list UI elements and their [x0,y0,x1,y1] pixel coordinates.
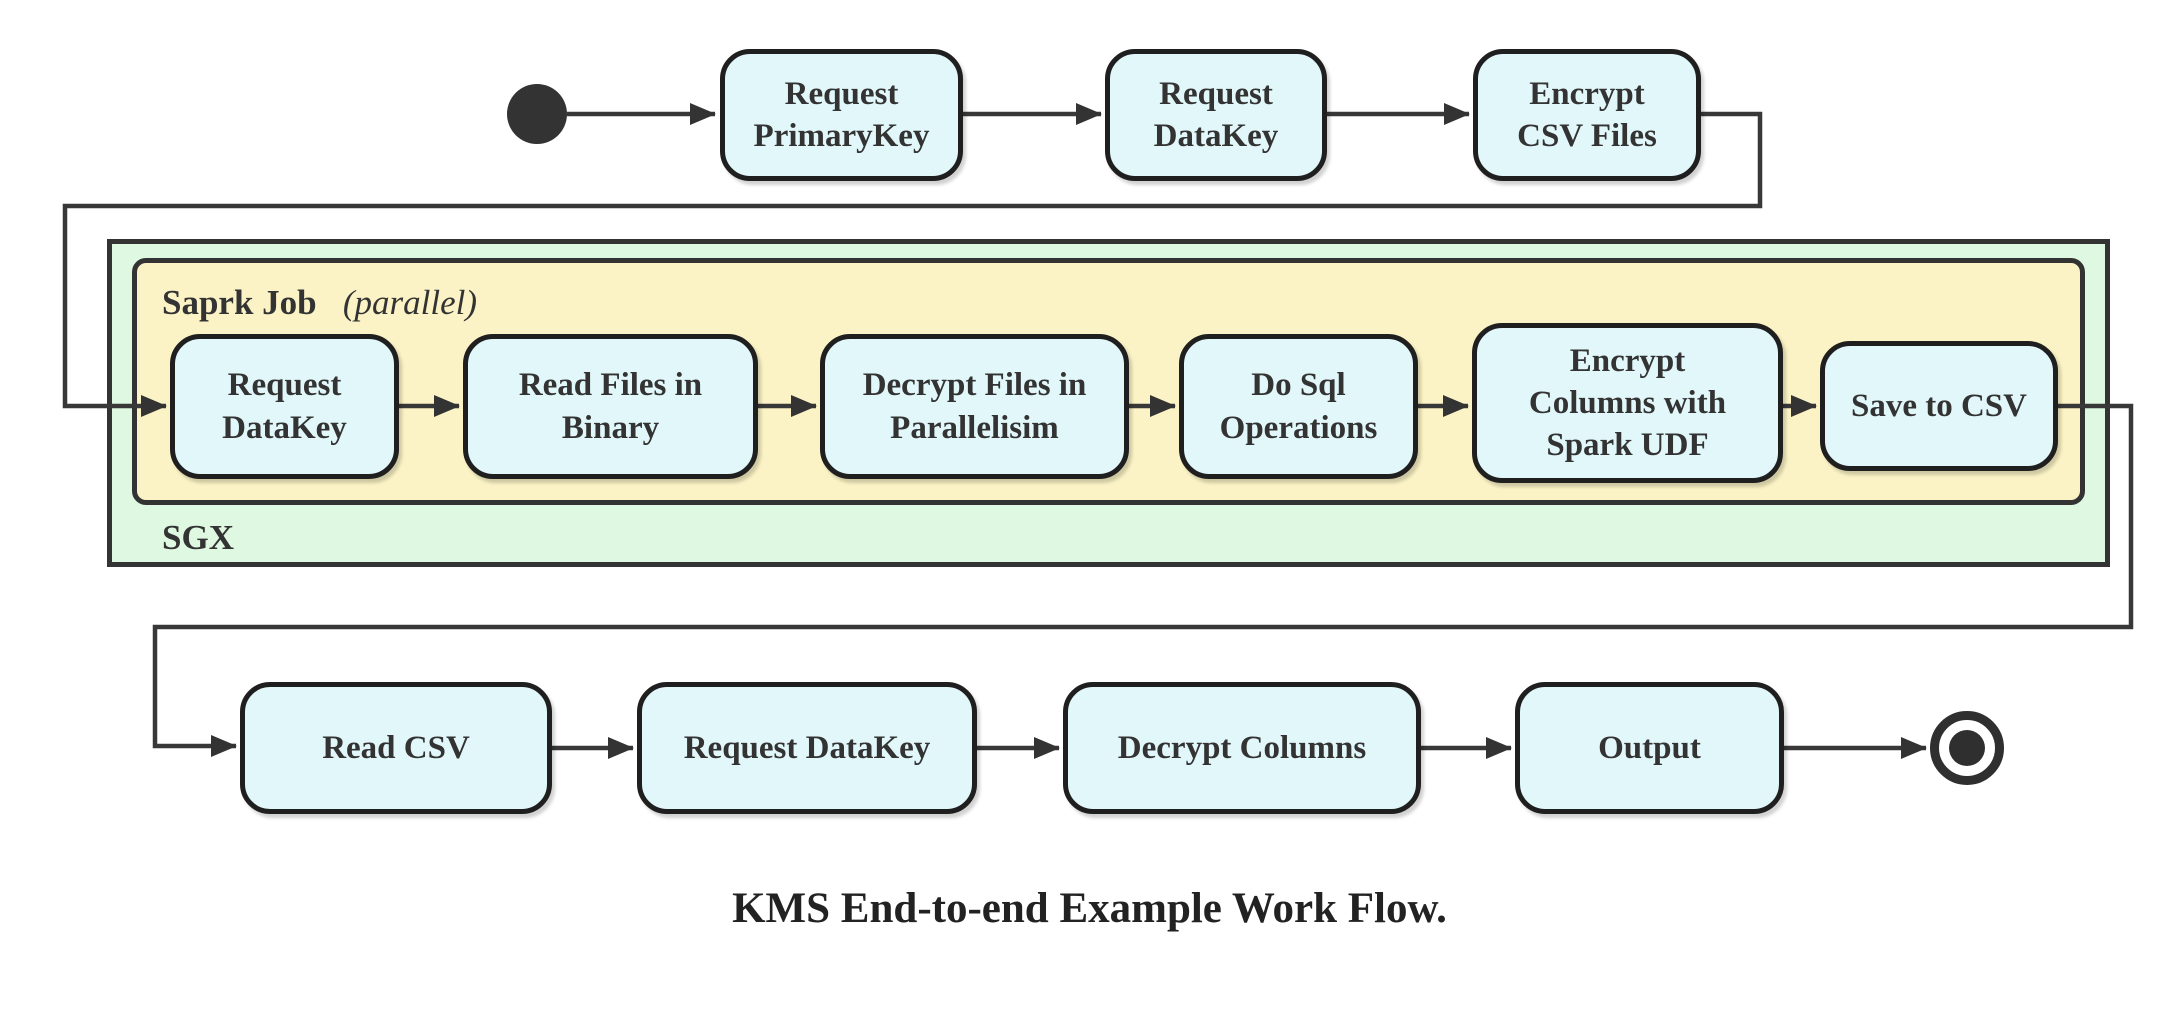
spark-job-label-italic: (parallel) [342,283,478,322]
node-read-csv: Read CSV [240,682,552,814]
final-state-inner-dot [1949,730,1985,766]
node-read-files-in-binary: Read Files in Binary [463,334,758,479]
node-decrypt-files-in-parallelism: Decrypt Files in Parallelisim [820,334,1129,479]
node-output: Output [1515,682,1784,814]
spark-job-label: Saprk Job (parallel) [162,283,477,323]
final-state-icon [1930,711,2004,785]
node-request-primarykey: Request PrimaryKey [720,49,963,181]
spark-job-label-bold: Saprk Job [162,283,317,322]
node-request-datakey-top: Request DataKey [1105,49,1327,181]
node-save-to-csv: Save to CSV [1820,341,2058,471]
diagram-caption: KMS End-to-end Example Work Flow. [732,885,1447,932]
node-encrypt-csv-files: Encrypt CSV Files [1473,49,1701,181]
initial-state-icon [507,84,567,144]
node-request-datakey-sgx: Request DataKey [170,334,399,479]
sgx-label: SGX [162,518,234,557]
node-do-sql-operations: Do Sql Operations [1179,334,1418,479]
node-decrypt-columns: Decrypt Columns [1063,682,1421,814]
node-request-datakey-bottom: Request DataKey [637,682,977,814]
node-encrypt-columns-with-spark-udf: Encrypt Columns with Spark UDF [1472,323,1783,483]
